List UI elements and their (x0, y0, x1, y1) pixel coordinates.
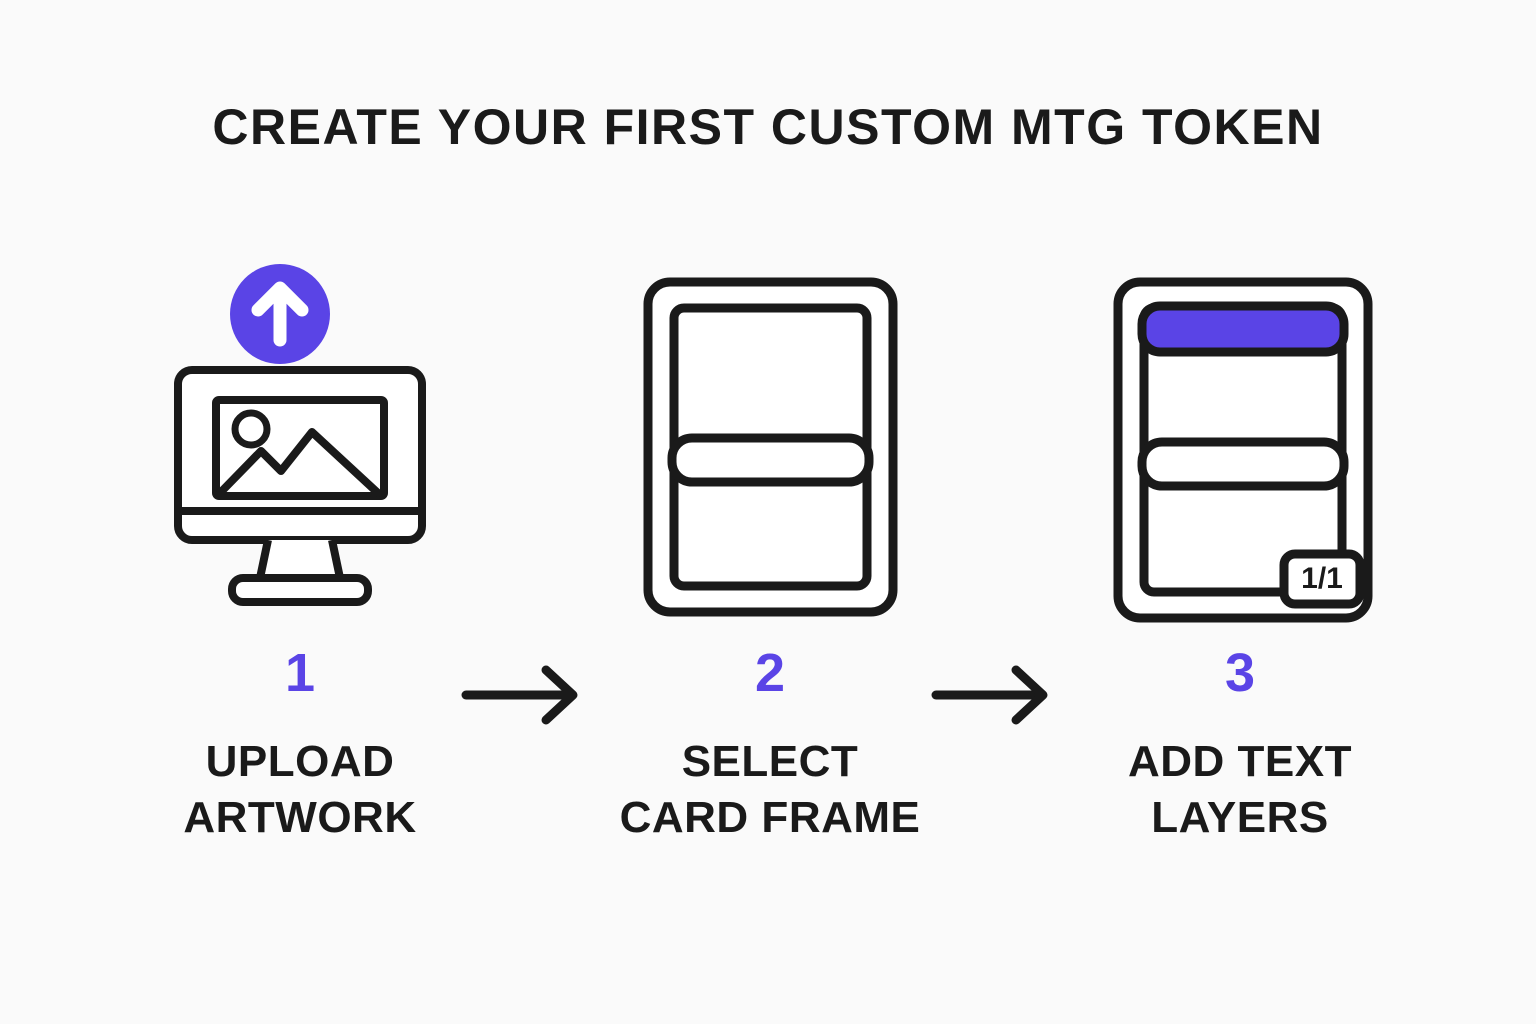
step-1-label: UPLOAD ARTWORK (120, 734, 480, 847)
steps-row: 1 UPLOAD ARTWORK (0, 248, 1536, 888)
power-toughness-box (1279, 549, 1365, 609)
step-3-label-line1: ADD TEXT (1128, 737, 1352, 786)
page-title: CREATE YOUR FIRST CUSTOM MTG TOKEN (212, 99, 1324, 155)
step-1-label-line1: UPLOAD (205, 737, 395, 786)
upload-arrow-badge (222, 256, 338, 372)
step-1-number: 1 (284, 643, 316, 703)
step-3-label-line2: LAYERS (1151, 793, 1329, 843)
monitor-image-upload-icon (120, 248, 480, 628)
step-2-number: 2 (754, 643, 786, 703)
arrow-step1-to-step2 (460, 660, 590, 730)
step-1: 1 UPLOAD ARTWORK (120, 248, 480, 888)
step-3: 1/1 3 ADD TEXT LAYERS (1060, 248, 1420, 888)
step-1-icon-area (120, 248, 480, 628)
step-2-label-line2: CARD FRAME (619, 793, 921, 843)
step-1-label-line2: ARTWORK (183, 793, 417, 843)
step-2-label: SELECT CARD FRAME (590, 734, 950, 847)
step-3-label: ADD TEXT LAYERS (1060, 734, 1420, 847)
step-2-label-line1: SELECT (681, 737, 859, 786)
card-frame-with-text-layers-icon: 1/1 (1060, 248, 1420, 628)
card-title-bar (1137, 301, 1349, 357)
arrow-step2-to-step3 (930, 660, 1060, 730)
blank-card-frame-icon (590, 248, 950, 628)
step-2-icon-area (590, 248, 950, 628)
step-3-number: 3 (1224, 643, 1256, 703)
step-3-icon-area: 1/1 (1060, 248, 1420, 628)
step-2: 2 SELECT CARD FRAME (590, 248, 950, 888)
power-toughness-value: 1/1 (1301, 562, 1343, 595)
